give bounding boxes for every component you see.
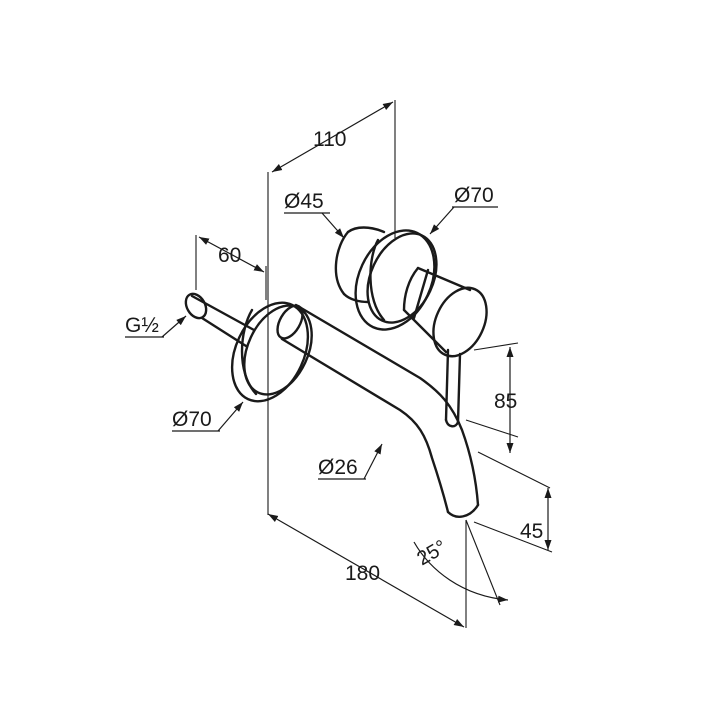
dim-180: 180 — [267, 513, 465, 628]
dim-dia-70-flange: Ø70 — [172, 401, 244, 432]
dim-dia-45: Ø45 — [284, 190, 345, 239]
spout-flange — [230, 301, 313, 403]
dim-dia-45-label: Ø45 — [284, 190, 324, 213]
dim-45-label: 45 — [520, 520, 543, 543]
dim-60-label: 60 — [218, 244, 241, 267]
mixer-knob — [402, 266, 488, 358]
dim-dia-26-label: Ø26 — [318, 456, 358, 479]
mixer-rosette — [354, 229, 438, 331]
dim-85: 85 — [494, 347, 517, 453]
mixer-lever — [444, 348, 462, 428]
dim-dia-70-flange-label: Ø70 — [172, 408, 212, 431]
dim-thread-label: G½ — [125, 314, 159, 337]
dim-dia-26: Ø26 — [318, 443, 383, 480]
dim-180-label: 180 — [345, 562, 380, 585]
dim-110: 110 — [271, 101, 394, 173]
mixer-back-cylinder — [334, 226, 386, 304]
dim-85-label: 85 — [494, 390, 517, 413]
dim-dia-70-top: Ø70 — [429, 184, 498, 235]
faucet-body — [184, 226, 488, 518]
dim-60: 60 — [198, 236, 265, 273]
extension-lines — [195, 100, 553, 628]
dim-45: 45 — [520, 488, 552, 550]
dim-angle-25-label: 25° — [413, 536, 450, 570]
dim-110-label: 110 — [313, 128, 346, 151]
dim-dia-70-top-label: Ø70 — [454, 184, 494, 207]
dim-thread: G½ — [125, 314, 187, 338]
